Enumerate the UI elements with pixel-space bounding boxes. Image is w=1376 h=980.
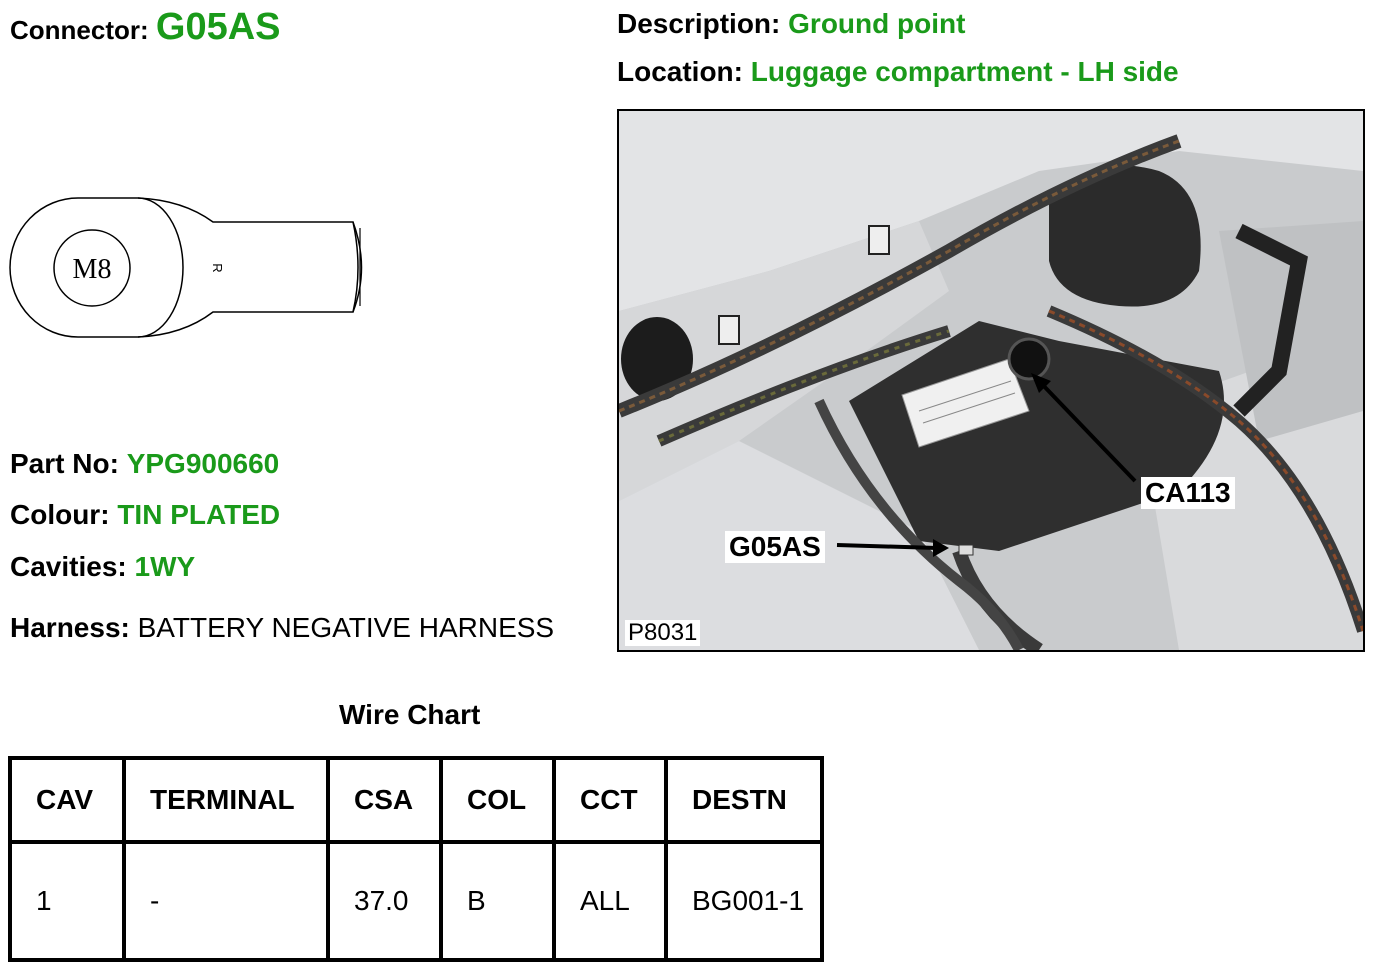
part-number-line: Part No: YPG900660 <box>10 448 279 480</box>
cell-col: B <box>439 840 556 962</box>
table-header-row: CAV TERMINAL CSA COL CCT DESTN <box>8 756 824 844</box>
column-header-col: COL <box>439 756 556 844</box>
column-header-cct: CCT <box>552 756 668 844</box>
connector-line: Connector: G05AS <box>10 6 281 49</box>
cell-terminal: - <box>122 840 330 962</box>
cavities-value: 1WY <box>134 551 196 582</box>
wire-chart-table: CAV TERMINAL CSA COL CCT DESTN 1 - 37.0 … <box>8 756 824 962</box>
location-value: Luggage compartment - LH side <box>750 56 1179 87</box>
connector-value: G05AS <box>155 6 281 48</box>
cell-destn: BG001-1 <box>664 840 824 962</box>
location-photo: CA113 G05AS P8031 <box>617 109 1365 652</box>
location-line: Location: Luggage compartment - LH side <box>617 56 1179 88</box>
g05as-callout: G05AS <box>725 531 825 563</box>
description-value: Ground point <box>788 8 966 39</box>
wire-chart-title: Wire Chart <box>339 699 481 730</box>
ring-terminal-drawing: M8 R <box>8 190 378 345</box>
harness-line: Harness: BATTERY NEGATIVE HARNESS <box>10 612 554 644</box>
cell-cav: 1 <box>8 840 126 962</box>
part-number-value: YPG900660 <box>126 448 280 479</box>
column-header-csa: CSA <box>326 756 443 844</box>
cavities-line: Cavities: 1WY <box>10 551 195 583</box>
column-header-cav: CAV <box>8 756 126 844</box>
colour-label: Colour: <box>10 499 110 530</box>
connector-label: Connector: <box>10 15 149 45</box>
cavities-label: Cavities: <box>10 551 127 582</box>
cell-csa: 37.0 <box>326 840 443 962</box>
column-header-destn: DESTN <box>664 756 824 844</box>
cell-cct: ALL <box>552 840 668 962</box>
part-number-label: Part No: <box>10 448 119 479</box>
photo-code-label: P8031 <box>625 620 701 646</box>
harness-value: BATTERY NEGATIVE HARNESS <box>137 612 555 643</box>
harness-label: Harness: <box>10 612 130 643</box>
column-header-terminal: TERMINAL <box>122 756 330 844</box>
ca113-callout: CA113 <box>1141 477 1235 509</box>
terminal-mark-label: R <box>210 263 225 272</box>
description-label: Description: <box>617 8 781 39</box>
location-label: Location: <box>617 56 743 87</box>
table-row: 1 - 37.0 B ALL BG001-1 <box>8 840 824 962</box>
colour-line: Colour: TIN PLATED <box>10 499 280 531</box>
colour-value: TIN PLATED <box>117 499 281 530</box>
description-line: Description: Ground point <box>617 8 965 40</box>
stud-size-label: M8 <box>73 254 112 285</box>
